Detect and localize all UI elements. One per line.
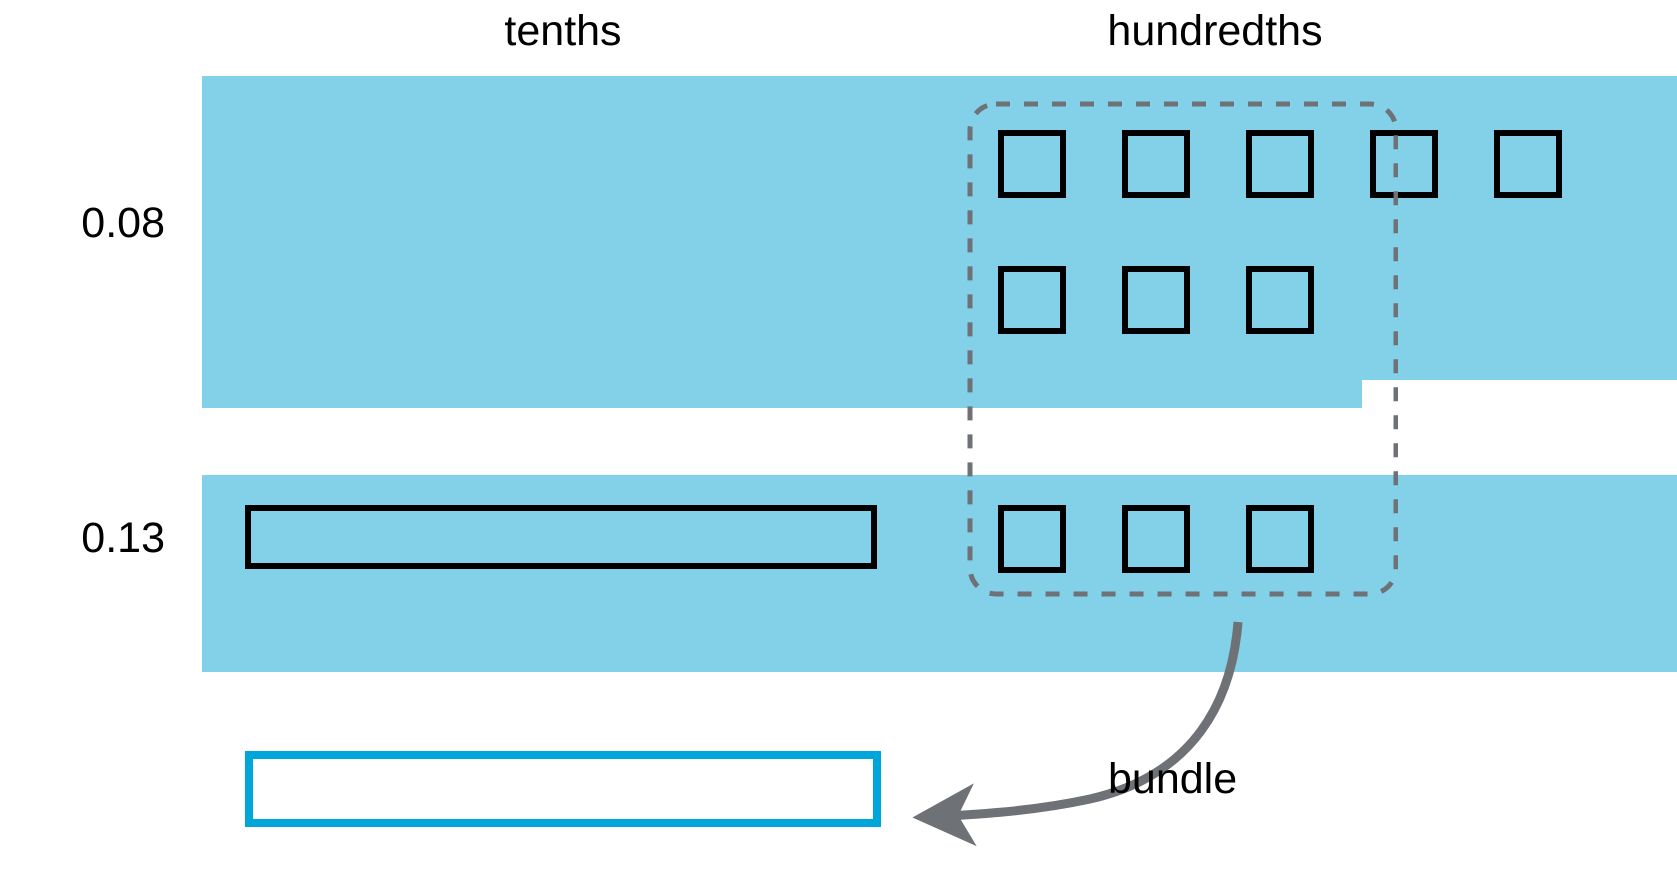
hundredth-square — [1122, 266, 1190, 334]
row-label-013: 0.13 — [81, 514, 165, 562]
tenth-bar — [245, 505, 877, 569]
column-header-tenths: tenths — [504, 7, 622, 55]
bundle-label: bundle — [1108, 755, 1238, 803]
row-label-008: 0.08 — [81, 199, 165, 247]
hundredth-square — [998, 266, 1066, 334]
row-band-008-extension — [1362, 76, 1677, 380]
hundredth-square — [1370, 130, 1438, 198]
hundredth-square — [1122, 505, 1190, 573]
hundredth-square — [1494, 130, 1562, 198]
hundredth-square — [998, 505, 1066, 573]
hundredth-square — [1122, 130, 1190, 198]
hundredth-square — [1246, 130, 1314, 198]
hundredth-square — [1246, 266, 1314, 334]
bundle-result-box — [245, 751, 881, 827]
column-header-hundredths: hundredths — [1107, 7, 1323, 55]
row-band-008 — [202, 76, 1362, 408]
hundredth-square — [998, 130, 1066, 198]
hundredth-square — [1246, 505, 1314, 573]
